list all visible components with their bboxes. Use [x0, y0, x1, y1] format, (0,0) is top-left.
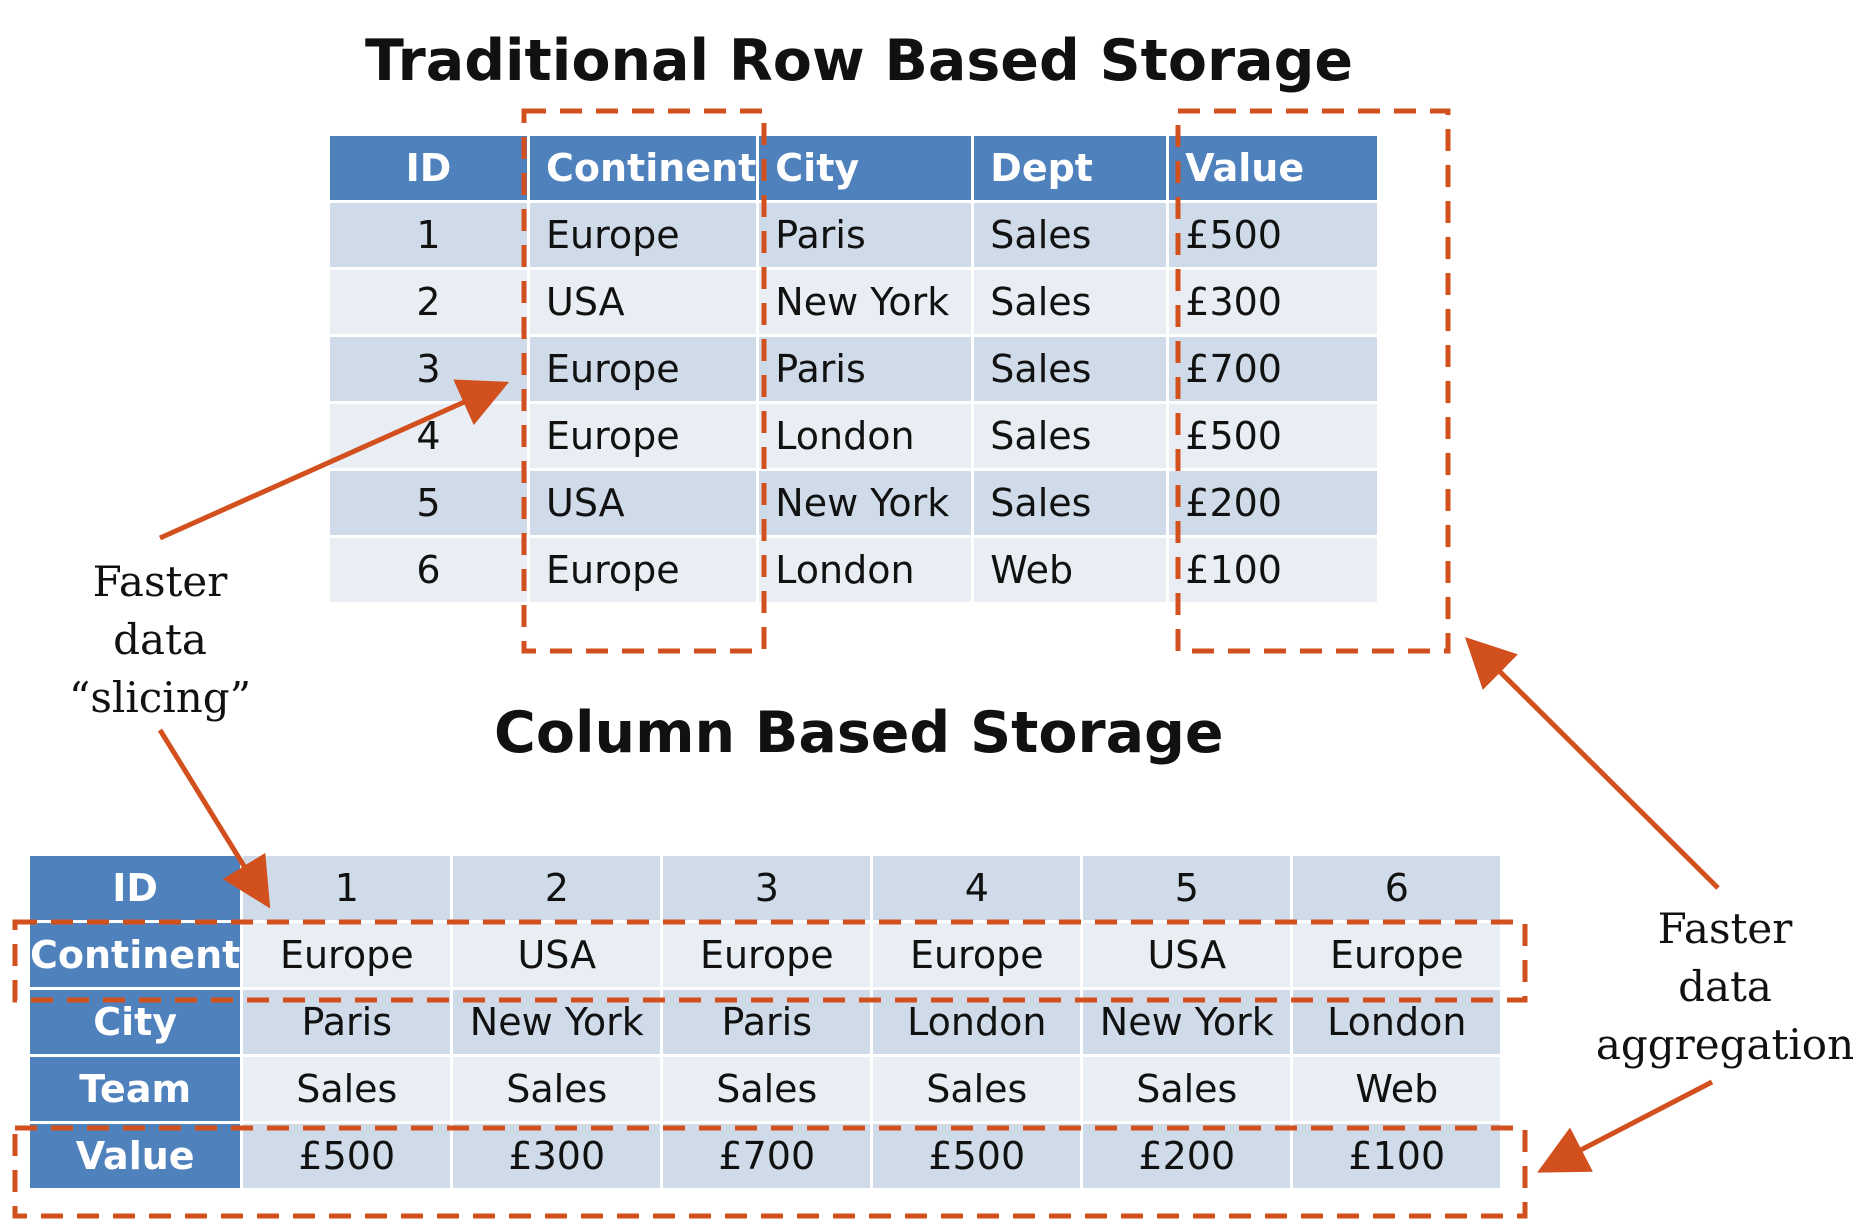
row-storage-cell: £500: [1169, 404, 1378, 468]
aggregation-arrow-up: [1464, 636, 1720, 890]
row-storage-cell: London: [759, 404, 972, 468]
column-storage-row-label: Value: [30, 1124, 241, 1188]
row-header-id: ID: [330, 136, 527, 200]
row-storage-cell: 5: [330, 471, 527, 535]
column-storage-cell: 1: [243, 856, 451, 920]
slicing-annotation-line: data: [113, 615, 207, 664]
row-header-value: Value: [1169, 136, 1378, 200]
column-storage-row-label: ID: [30, 856, 241, 920]
row-storage-cell: Paris: [759, 203, 972, 267]
row-storage-cell: £300: [1169, 270, 1378, 334]
row-storage-cell: New York: [759, 471, 972, 535]
column-storage-cell: £700: [663, 1124, 871, 1188]
slicing-arrow-up: [158, 379, 510, 541]
column-storage-cell: Web: [1293, 1057, 1501, 1121]
value-row-highlight: [12, 1125, 1528, 1219]
row-storage-title: Traditional Row Based Storage: [365, 28, 1354, 94]
row-storage-cell: USA: [530, 270, 757, 334]
row-header-city: City: [759, 136, 972, 200]
row-storage-cell: Europe: [530, 337, 757, 401]
row-storage-header-row: ID Continent City Dept Value: [330, 136, 1378, 200]
column-storage-row-label: City: [30, 990, 241, 1054]
row-storage-cell: London: [759, 538, 972, 602]
row-storage-cell: 6: [330, 538, 527, 602]
row-storage-cell: Sales: [974, 471, 1167, 535]
column-storage-cell: Europe: [873, 923, 1081, 987]
column-storage-cell: USA: [453, 923, 661, 987]
column-storage-cell: Sales: [1083, 1057, 1291, 1121]
row-storage-cell: Sales: [974, 270, 1167, 334]
row-header-continent: Continent: [530, 136, 757, 200]
row-storage-cell: New York: [759, 270, 972, 334]
column-storage-row-label: Continent: [30, 923, 241, 987]
column-storage-row-label: Team: [30, 1057, 241, 1121]
aggregation-annotation-line: data: [1678, 962, 1772, 1011]
column-storage-cell: Paris: [243, 990, 451, 1054]
column-storage-cell: London: [873, 990, 1081, 1054]
aggregation-annotation: Faster data aggregation: [1590, 900, 1860, 1074]
column-storage-cell: 4: [873, 856, 1081, 920]
column-storage-cell: 5: [1083, 856, 1291, 920]
row-storage-cell: Web: [974, 538, 1167, 602]
slicing-annotation: Faster data “slicing”: [55, 553, 265, 727]
column-storage-title: Column Based Storage: [494, 700, 1224, 766]
aggregation-arrow-down: [1537, 1079, 1714, 1173]
row-storage-cell: £700: [1169, 337, 1378, 401]
row-storage-cell: 2: [330, 270, 527, 334]
column-storage-cell: Europe: [243, 923, 451, 987]
aggregation-annotation-line: aggregation: [1595, 1020, 1855, 1069]
column-storage-row: Value£500£300£700£500£200£100: [30, 1124, 1501, 1188]
row-storage-cell: Europe: [530, 404, 757, 468]
row-storage-cell: USA: [530, 471, 757, 535]
aggregation-annotation-line: Faster: [1657, 904, 1793, 953]
row-storage-cell: Europe: [530, 538, 757, 602]
column-storage-cell: USA: [1083, 923, 1291, 987]
column-storage-cell: Sales: [453, 1057, 661, 1121]
continent-column-highlight: [521, 108, 767, 654]
row-storage-cell: 1: [330, 203, 527, 267]
column-storage-cell: £500: [243, 1124, 451, 1188]
column-storage-cell: Sales: [873, 1057, 1081, 1121]
row-storage-cell: £200: [1169, 471, 1378, 535]
row-storage-cell: Paris: [759, 337, 972, 401]
row-storage-cell: Europe: [530, 203, 757, 267]
row-storage-cell: £100: [1169, 538, 1378, 602]
slicing-annotation-line: Faster: [92, 557, 228, 606]
column-storage-cell: Sales: [663, 1057, 871, 1121]
column-storage-cell: Europe: [1293, 923, 1501, 987]
row-header-dept: Dept: [974, 136, 1167, 200]
column-storage-cell: Sales: [243, 1057, 451, 1121]
row-storage-cell: Sales: [974, 404, 1167, 468]
continent-row-highlight: [12, 919, 1528, 1003]
column-storage-cell: 2: [453, 856, 661, 920]
value-column-highlight: [1175, 108, 1451, 654]
slicing-arrow-down: [157, 728, 271, 909]
slicing-annotation-line: “slicing”: [68, 673, 252, 722]
row-storage-cell: Sales: [974, 337, 1167, 401]
row-storage-cell: £500: [1169, 203, 1378, 267]
column-storage-cell: 6: [1293, 856, 1501, 920]
column-storage-cell: £300: [453, 1124, 661, 1188]
column-storage-cell: £100: [1293, 1124, 1501, 1188]
column-storage-cell: £500: [873, 1124, 1081, 1188]
column-storage-cell: £200: [1083, 1124, 1291, 1188]
column-storage-cell: Europe: [663, 923, 871, 987]
column-storage-cell: 3: [663, 856, 871, 920]
row-storage-cell: Sales: [974, 203, 1167, 267]
